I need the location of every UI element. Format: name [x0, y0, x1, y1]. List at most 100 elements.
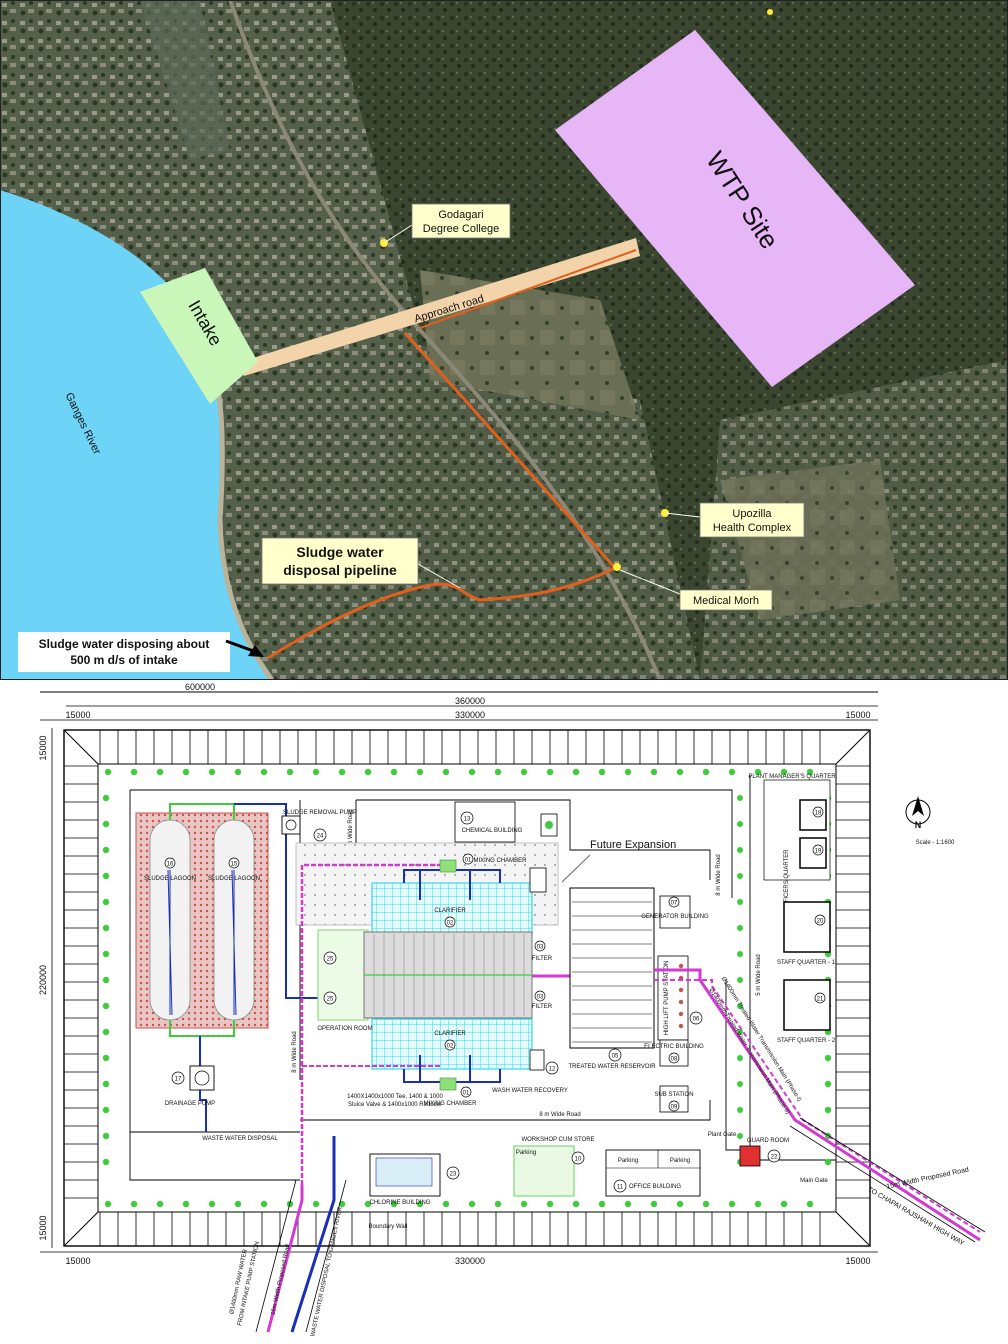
tree-icon [737, 873, 743, 879]
dim-bottom-right: 15000 [845, 1256, 870, 1266]
num-10: 10 [575, 1157, 582, 1163]
wtp-layout-plan: 600000 360000 330000 15000 15000 15000 2… [38, 682, 986, 1337]
tree-icon [442, 768, 450, 776]
transmission-label-2: Ø1400mm Treated Water Transmission Main … [707, 987, 790, 1115]
tree-icon [737, 847, 743, 853]
num-09-circle [668, 1100, 680, 1112]
pump-icon [678, 963, 684, 969]
connecting-pipeline [403, 332, 617, 569]
road-label-bottom: 8 m Wide Road [539, 1112, 580, 1118]
tree-icon [102, 1028, 110, 1036]
proposed-road-right [789, 1117, 986, 1243]
tree-icon [598, 768, 606, 776]
sludge-pipeline-callout [261, 537, 419, 585]
tree-icon [737, 1081, 743, 1087]
road-left [129, 790, 300, 1181]
road-label-left: 8 m Wide Road [292, 1031, 298, 1072]
wash-water-recovery [529, 1049, 545, 1071]
waste-water-label: WASTE WATER DISPOSAL [202, 1136, 278, 1142]
num-18-circle [812, 806, 824, 818]
sludge-pipe [234, 803, 324, 999]
generator-label: GENERATOR BUILDING [641, 914, 709, 920]
tree-icon [234, 1200, 242, 1208]
tree-icon [104, 768, 112, 776]
dim-height: 220000 [38, 965, 48, 995]
workshop-label: WORKSHOP CUM STORE [521, 1137, 594, 1143]
tree-icon [728, 768, 736, 776]
road-top [130, 789, 733, 898]
tree-icon [806, 768, 814, 776]
num-20: 20 [817, 919, 824, 925]
tree-icon [390, 768, 398, 776]
tree-icon [416, 768, 424, 776]
corner-se [835, 1211, 871, 1247]
tree-icon [624, 1200, 632, 1208]
tree-icon [102, 1002, 110, 1010]
tree-icon [702, 768, 710, 776]
mixing-label-bottom: MIXING CHAMBER [423, 1101, 477, 1107]
dim-top-margin: 15000 [38, 735, 48, 760]
electric-label: ELECTRIC BUILDING [644, 1044, 704, 1050]
num-19: 19 [815, 849, 822, 855]
tree-icon [102, 976, 110, 984]
chemical-annex-tree [545, 821, 553, 829]
tree-icon [806, 1200, 814, 1208]
proposed-road-left [255, 1179, 347, 1333]
filter-label-bottom: FILTER [532, 1004, 553, 1010]
raw-water-incoming [266, 1185, 304, 1333]
tree-icon [102, 1132, 110, 1140]
sludge-disposal-pipeline [267, 566, 616, 660]
medical-marker [613, 563, 621, 571]
disposal-note-2: 500 m d/s of intake [70, 653, 178, 667]
num-15-circle [228, 857, 240, 869]
lagoon-outlet-pipe [169, 1020, 235, 1037]
dim-bottom-plot: 330000 [455, 1256, 485, 1266]
tree-icon [780, 768, 788, 776]
tree-icon [650, 1200, 658, 1208]
pump-station-label: HIGH LIFT PUMP STATION [664, 961, 670, 1036]
lagoon-16-label: SLUDGE LAGOON [144, 876, 196, 882]
pump-units [678, 963, 684, 1029]
tree-icon [338, 768, 346, 776]
tree-icon [364, 1200, 372, 1208]
num-03-bottom-circle [534, 990, 546, 1002]
health-label-1: Upozilla [732, 508, 772, 520]
lagoon-inlet-pipe [169, 803, 235, 820]
parking-label-3: Parking [670, 1158, 690, 1164]
health-callout [699, 502, 805, 538]
tree-icon [364, 768, 372, 776]
field-patch-east [720, 460, 900, 620]
tree-icon [780, 1200, 788, 1208]
tree-icon [754, 768, 762, 776]
num-11: 11 [617, 1185, 624, 1191]
num-17: 17 [175, 1077, 182, 1083]
college-label-2: Degree College [423, 223, 499, 235]
num-10-circle [571, 1151, 585, 1165]
tree-icon [208, 768, 216, 776]
tree-icon [390, 1200, 398, 1208]
tree-icon [520, 1200, 528, 1208]
wtp-site-area [555, 30, 915, 387]
proposed-road-left-label: 15m Width Proposed Road [271, 1244, 292, 1316]
highway-label: TO CHAPAI RAJSHAHI HIGH WAY [866, 1186, 965, 1247]
num-25-bottom: 25 [327, 997, 334, 1003]
sludge-pipeline-label-2: disposal pipeline [283, 562, 397, 578]
parking-label-2: Parking [618, 1158, 638, 1164]
tree-icon [442, 1200, 450, 1208]
tree-icon [598, 1200, 606, 1208]
road-top-inner [356, 799, 711, 880]
disposal-arrow-head [248, 645, 264, 657]
tree-icon [737, 1133, 743, 1139]
medical-leader [619, 569, 691, 599]
num-17-circle [171, 1071, 185, 1085]
corner-nw [63, 729, 99, 765]
tree-icon [468, 768, 476, 776]
num-25-top: 25 [327, 957, 334, 963]
disposal-note-1: Sludge water disposing about [39, 637, 210, 651]
num-25-bottom-circle [323, 991, 337, 1005]
tree-icon [312, 768, 320, 776]
tree-icon [102, 1080, 110, 1088]
raw-water-main [300, 863, 440, 1185]
num-12: 12 [549, 1067, 556, 1073]
dim-right-margin: 15000 [845, 710, 870, 720]
